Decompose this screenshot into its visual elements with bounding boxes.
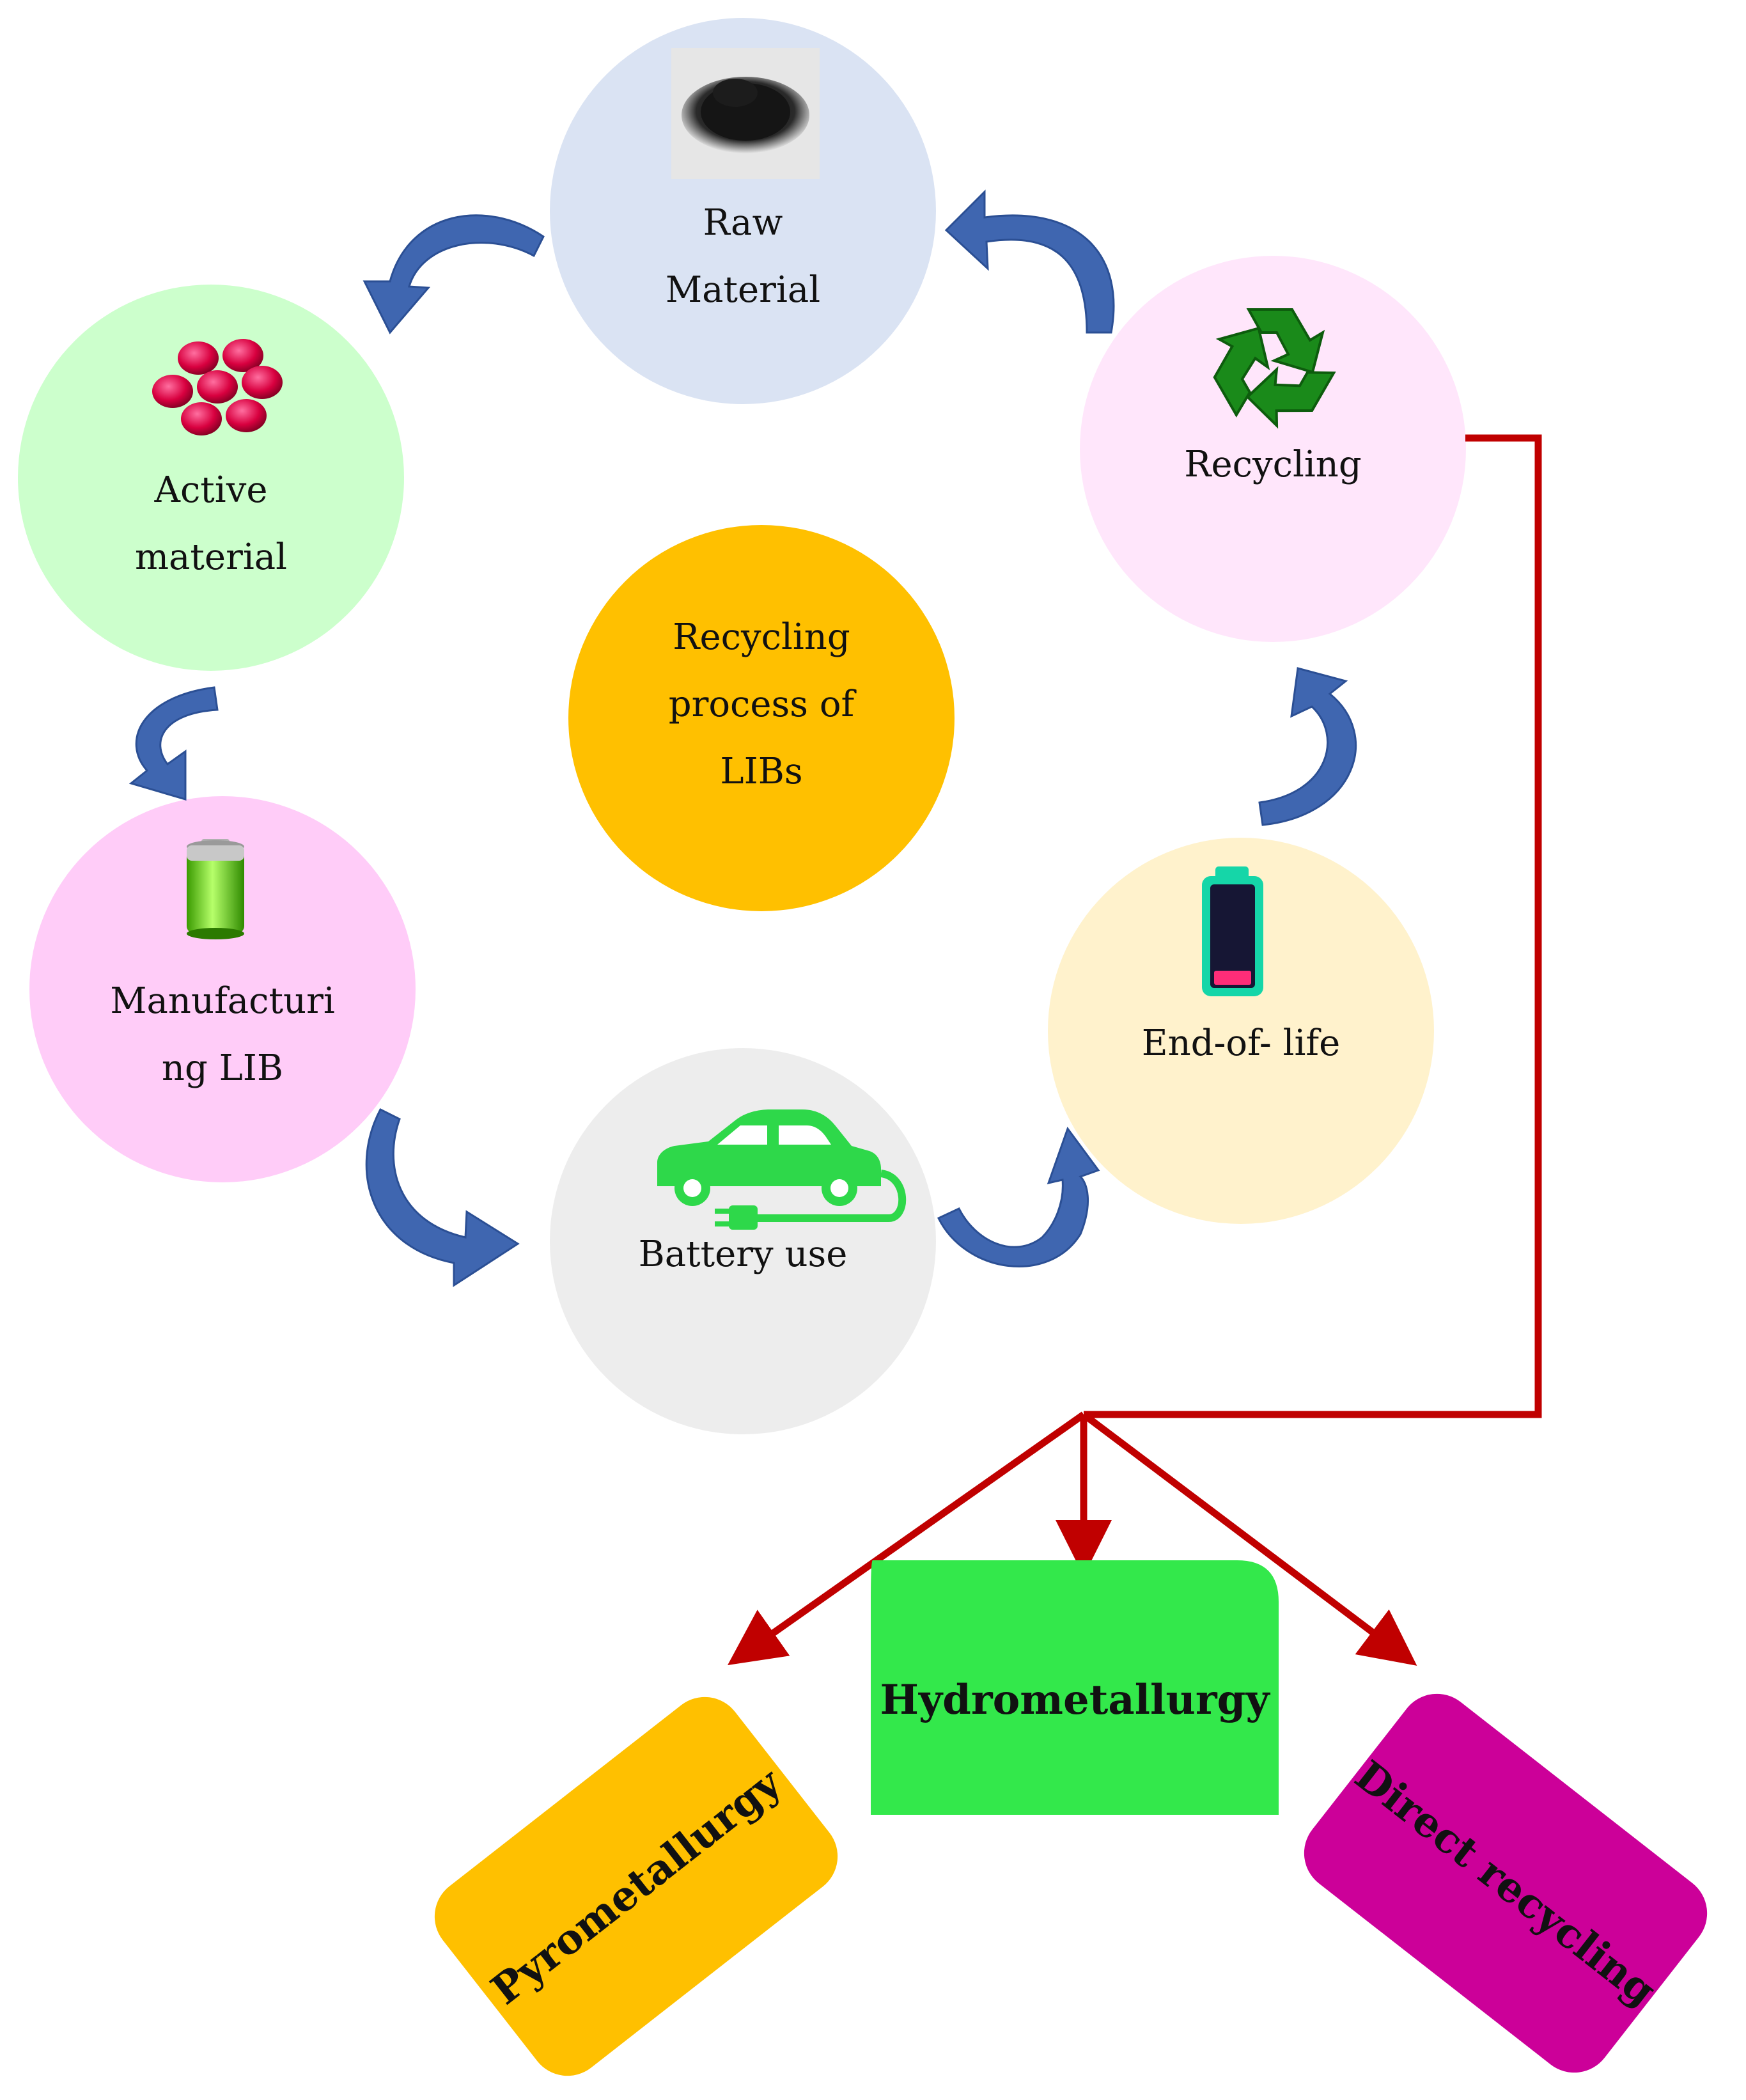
center-label-2: process of bbox=[669, 684, 857, 725]
center-label-1: Recycling bbox=[673, 616, 850, 658]
cycle-arrows bbox=[129, 189, 1357, 1287]
recycling-methods-connector bbox=[728, 434, 1542, 1666]
center-circle bbox=[568, 525, 955, 911]
green-battery-icon bbox=[187, 839, 244, 939]
node-recycling-label: Recycling bbox=[1184, 444, 1361, 485]
cycle-arrow-manufacturing-to-battery-use bbox=[365, 1108, 520, 1287]
cycle-arrow-recycling-to-raw bbox=[944, 189, 1115, 334]
method-direct-recycling: Direct recycling bbox=[1304, 1693, 1708, 2073]
node-active-material-label-2: material bbox=[135, 537, 287, 578]
node-end-of-life-label: End-of- life bbox=[1142, 1023, 1341, 1064]
red-particles-icon bbox=[152, 339, 283, 435]
node-active-material-label-1: Active bbox=[154, 469, 268, 511]
node-end-of-life-circle bbox=[1048, 838, 1434, 1224]
black-powder-icon bbox=[671, 48, 820, 179]
node-raw-material-circle bbox=[550, 18, 936, 404]
electric-car-icon bbox=[657, 1109, 907, 1230]
connector-arrow-pyrometallurgy bbox=[728, 1411, 1086, 1665]
cycle-arrow-battery-use-to-end-of-life bbox=[937, 1126, 1100, 1267]
cycle-arrow-raw-to-active bbox=[362, 214, 545, 334]
method-pyrometallurgy: Pyrometallurgy bbox=[434, 1696, 838, 2076]
node-battery-use-label: Battery use bbox=[639, 1234, 848, 1275]
node-manufacturing-lib-circle bbox=[29, 796, 416, 1182]
node-recycling-circle bbox=[1080, 256, 1466, 642]
recycle-symbol-icon bbox=[1213, 308, 1336, 429]
node-raw-material-label-1: Raw bbox=[703, 202, 783, 244]
center-label-3: LIBs bbox=[720, 751, 802, 792]
method-hydrometallurgy: Hydrometallurgy bbox=[871, 1560, 1279, 1815]
node-raw-material-label-2: Material bbox=[666, 269, 820, 311]
cycle-arrow-active-to-manufacturing bbox=[129, 686, 219, 801]
method-pyrometallurgy-box bbox=[434, 1696, 838, 2076]
node-active-material-circle bbox=[18, 285, 404, 671]
low-battery-icon bbox=[1202, 866, 1263, 996]
connector-arrow-direct-recycling bbox=[1081, 1411, 1417, 1666]
node-manufacturing-lib-label-1: Manufacturi bbox=[110, 980, 335, 1022]
node-manufacturing-lib-label-2: ng LIB bbox=[162, 1047, 283, 1089]
method-hydrometallurgy-label: Hydrometallurgy bbox=[880, 1676, 1270, 1724]
method-hydrometallurgy-box bbox=[871, 1560, 1279, 1815]
method-direct-recycling-box bbox=[1304, 1693, 1708, 2073]
cycle-arrow-end-of-life-to-recycling bbox=[1258, 667, 1357, 826]
connector-main-line bbox=[1084, 434, 1542, 1418]
